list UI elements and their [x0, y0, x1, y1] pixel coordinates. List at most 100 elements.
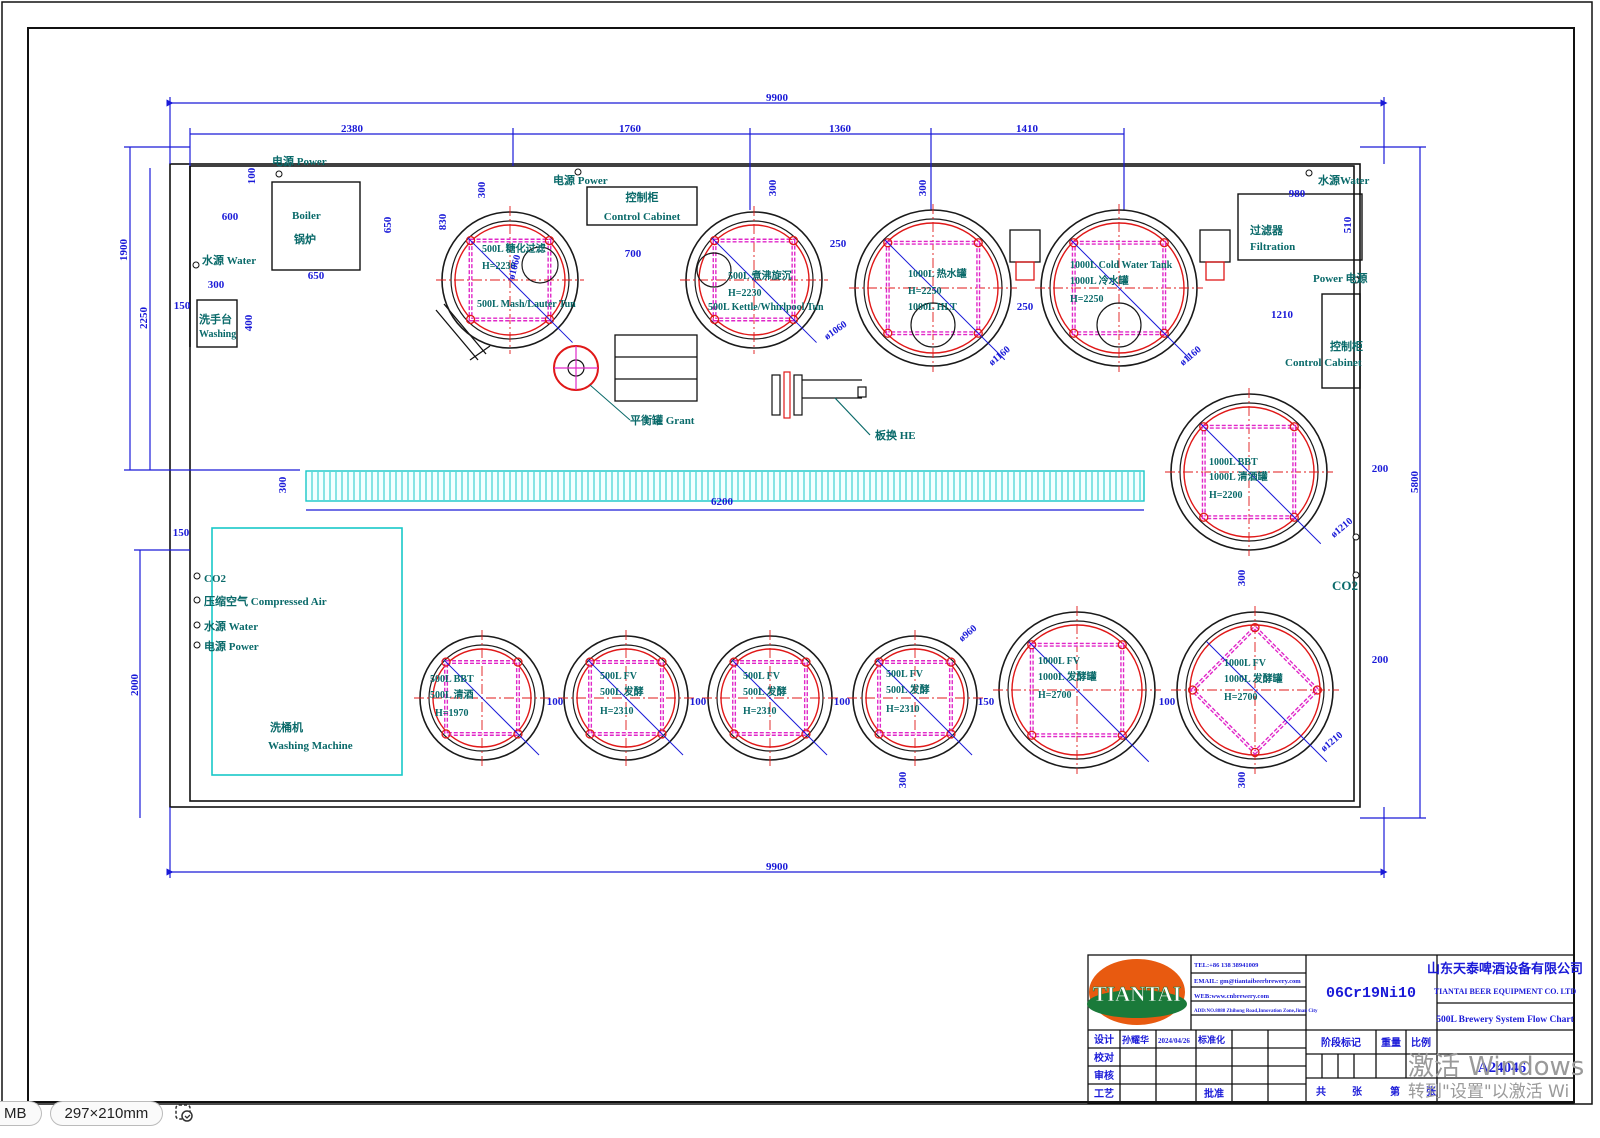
drawing-number: A24046: [1478, 1060, 1527, 1076]
tank-kettle-line1: 500L 煮沸旋沉: [728, 269, 792, 282]
inner-border: [27, 27, 1575, 1103]
dim-300-kettle: 300: [767, 179, 779, 196]
row-process: 工艺: [1094, 1087, 1114, 1100]
dim-right-5800: 5800: [1409, 471, 1421, 494]
tank-bbt-big-line3: H=2200: [1209, 490, 1242, 501]
tank-hlt-line3: 1000L HLT: [908, 302, 957, 313]
platform: [614, 334, 698, 402]
mash-tun-rake-motor: [435, 303, 491, 361]
label-washing-en: Washing: [199, 329, 236, 340]
tank-fv1-line1: 500L FV: [600, 671, 638, 682]
gap-100-c: 100: [834, 696, 851, 708]
tank-clt-diameter: ø1160: [1178, 344, 1204, 368]
dim-650-v: 650: [382, 216, 394, 233]
design-date: 2024/04/26: [1158, 1037, 1190, 1045]
dim-200-b: 200: [1372, 654, 1389, 666]
tank-kettle-diameter: ø1060: [822, 319, 849, 342]
tank-fv2-line2: 500L 发酵: [743, 685, 787, 698]
tank-fv4-line1: 1000L FV: [1038, 656, 1081, 667]
tank-bbt-small-line2: 500L 清酒: [430, 688, 474, 701]
manway-2: [696, 252, 732, 288]
label-cabinet-top-cn: 控制柜: [626, 190, 659, 204]
dim-top-1: 2380: [341, 123, 364, 135]
label-grant: 平衡罐 Grant: [630, 413, 695, 427]
tank-hlt: [849, 204, 1017, 372]
company-name-cn: 山东天泰啤酒设备有限公司: [1427, 961, 1583, 976]
tank-mash-line1: 500L 糖化过滤: [482, 242, 546, 255]
label-power-low: 电源 Power: [204, 639, 259, 653]
tank-fv-500-3: [847, 630, 983, 766]
dim-250-b: 250: [1017, 301, 1034, 313]
dim-700: 700: [625, 248, 642, 260]
logo-text: TIANTAI: [1093, 982, 1181, 1006]
tank-clt-line1: 1000L Cold Water Tank: [1070, 260, 1173, 271]
control-cabinet-right: [1321, 293, 1361, 389]
tiantai-logo: TIANTAI: [1087, 959, 1187, 1025]
watermark-line-1: 激活 Windows: [1408, 1052, 1585, 1082]
label-cabinet-right-en: Control Cabinet: [1285, 357, 1362, 369]
tank-fv1-line2: 500L 发酵: [600, 685, 644, 698]
washing-station: [196, 299, 238, 348]
tank-hlt-diameter: ø1160: [987, 344, 1013, 368]
pump-right: [1199, 229, 1231, 281]
grant-tank: [553, 345, 631, 421]
sheets-total-label: 共: [1316, 1085, 1326, 1098]
page-of-label: 第: [1390, 1085, 1400, 1098]
tank-fv3-line3: H=2310: [886, 704, 919, 715]
manway-1: [521, 246, 559, 284]
dim-300-drain: 300: [277, 476, 289, 493]
viewer-status-bar: MB 297×210mm: [0, 1098, 197, 1128]
contact-email: EMAIL: gm@tiantaibeerbrewery.com: [1194, 978, 1301, 985]
copy-text-icon[interactable]: [171, 1102, 197, 1124]
contact-address: ADD:NO.8888 Zhihong Road,Innovation Zone…: [1194, 1009, 1318, 1014]
dim-300-mash: 300: [476, 181, 488, 198]
label-co2-right: CO2: [1332, 578, 1358, 593]
dim-top-overall: 9900: [766, 92, 789, 104]
material-spec: 06Cr19Ni10: [1326, 985, 1416, 1002]
tank-fv5-line2: 1000L 发酵罐: [1224, 672, 1283, 685]
boiler: [271, 181, 361, 271]
scale-header: 比例: [1411, 1036, 1431, 1049]
dim-left-2250: 2250: [138, 307, 150, 330]
tank-fv3-diameter: ø960: [957, 623, 979, 644]
dim-300-hlt: 300: [917, 179, 929, 196]
tank-hlt-line2: H=2250: [908, 286, 941, 297]
tank-kettle-line3: 500L Kettle/Whirlpool Tun: [708, 302, 824, 313]
tank-fv2-line3: H=2310: [743, 706, 776, 717]
dim-1210-a: 1210: [1271, 309, 1294, 321]
manway-4: [1096, 302, 1142, 348]
label-co2-low: CO2: [204, 573, 227, 585]
tank-fv4-line2: 1000L 发酵罐: [1038, 670, 1097, 683]
control-cabinet-top: [586, 186, 698, 226]
label-boiler-cn: 锅炉: [294, 232, 316, 246]
tank-fv1-line3: H=2310: [600, 706, 633, 717]
dim-150-low: 150: [173, 527, 190, 539]
tank-bbt-big-line1: 1000L BBT: [1209, 457, 1258, 468]
tank-bbt-1000: [1165, 388, 1333, 556]
tank-mash-line3: 500L Mash/Lauter Tun: [477, 299, 576, 310]
heat-exchanger: [771, 371, 871, 436]
label-water-right: 水源Water: [1318, 173, 1369, 187]
label-filter-en: Filtration: [1250, 241, 1295, 253]
tank-hlt-line1: 1000L 热水罐: [908, 267, 967, 280]
tank-fv4-line3: H=2700: [1038, 690, 1071, 701]
tank-fv2-line1: 500L FV: [743, 671, 781, 682]
tank-mash-tun: [436, 206, 584, 354]
tank-fv-500-2: [702, 630, 838, 766]
label-cabinet-right-cn: 控制柜: [1330, 339, 1363, 353]
tank-fv-1000-1: [993, 606, 1161, 774]
label-compressed-air: 压缩空气 Compressed Air: [204, 594, 327, 608]
label-boiler-en: Boiler: [292, 210, 321, 222]
dim-650: 650: [308, 270, 325, 282]
dim-830: 830: [437, 213, 449, 230]
tank-fv-1000-2: [1171, 606, 1339, 774]
dim-300-wash: 300: [208, 279, 225, 291]
outer-border: [1, 1, 1593, 1105]
drawing-title: 500L Brewery System Flow Chart: [1436, 1015, 1574, 1025]
dim-300-bottom-1: 300: [897, 771, 909, 788]
building-outline: [169, 163, 1361, 808]
dim-top-4: 1410: [1016, 123, 1039, 135]
pump-left: [1009, 229, 1041, 281]
dim-drain-length: 6200: [711, 496, 734, 508]
